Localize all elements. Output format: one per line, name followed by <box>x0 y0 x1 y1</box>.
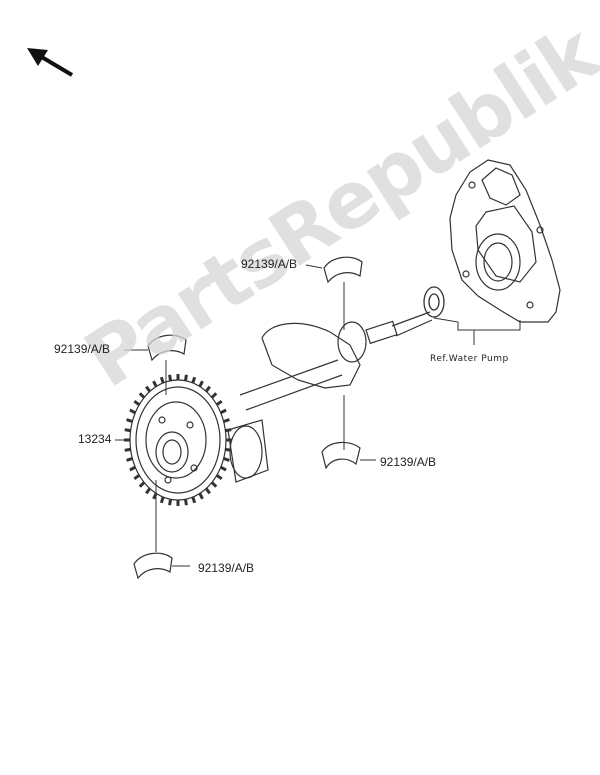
gear-tooth <box>210 481 218 488</box>
label-bearing-left: 92139/A/B <box>54 342 111 356</box>
gear-tooth <box>159 496 165 504</box>
gear-tooth <box>124 428 131 433</box>
gear-tooth <box>220 465 227 472</box>
gear-tooth <box>223 418 230 423</box>
oil-seal <box>423 286 445 318</box>
gear-tooth <box>210 392 218 399</box>
bearing-shell-left <box>147 334 187 362</box>
gear-tooth <box>198 492 204 500</box>
gear-tooth <box>133 399 141 406</box>
gear-tooth <box>191 496 197 504</box>
bearing-shell-top <box>323 256 363 284</box>
label-bearing-mid: 92139/A/B <box>380 455 437 469</box>
label-water-pump-ref: Ref.Water Pump <box>430 354 509 364</box>
gear-tooth <box>126 418 133 423</box>
gear-tooth <box>138 392 146 399</box>
bearing-shell-bottom <box>133 552 173 580</box>
gear-tooth <box>184 374 188 381</box>
gear-tooth <box>225 447 232 452</box>
gear-tooth <box>198 380 204 388</box>
label-gear: 13234 <box>78 432 112 446</box>
gear-tooth <box>204 385 211 393</box>
gear-tooth <box>126 457 133 462</box>
bearing-shell-mid <box>321 441 361 470</box>
direction-arrow-icon <box>27 48 74 77</box>
gear-tooth <box>159 376 165 384</box>
gear-tooth <box>215 399 223 406</box>
gear-tooth <box>168 374 172 381</box>
balancer-gear <box>124 374 232 506</box>
gear-tooth <box>225 428 232 433</box>
gear-tooth <box>145 385 152 393</box>
gear-tooth <box>133 474 141 481</box>
gear-tooth <box>215 474 223 481</box>
leader-lines <box>115 264 521 567</box>
label-bearing-bottom: 92139/A/B <box>198 561 255 575</box>
gear-tooth <box>145 487 152 495</box>
balancer-shaft <box>227 311 433 483</box>
gear-tooth <box>220 408 227 415</box>
gear-tooth <box>168 499 172 506</box>
water-pump-cover <box>449 159 561 323</box>
gear-tooth <box>138 481 146 488</box>
gear-tooth <box>124 447 131 452</box>
gear-tooth <box>223 457 230 462</box>
gear-tooth <box>184 499 188 506</box>
gear-tooth <box>152 380 158 388</box>
gear-tooth <box>191 376 197 384</box>
gear-tooth <box>129 465 136 472</box>
gear-tooth <box>129 408 136 415</box>
gear-tooth <box>204 487 211 495</box>
label-bearing-top: 92139/A/B <box>241 257 298 271</box>
